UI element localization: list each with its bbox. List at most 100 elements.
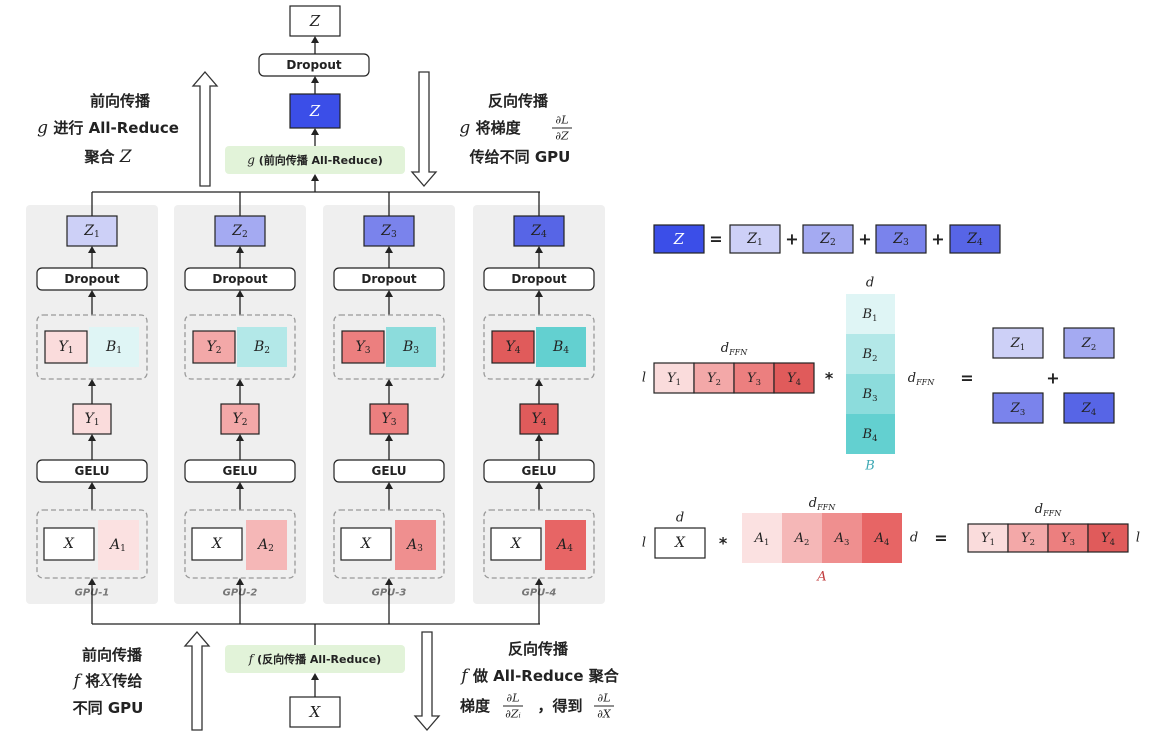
z-combined-label: Z <box>309 102 321 120</box>
eq2-b-name: B <box>864 459 875 474</box>
eq3-a-cols-label: dFFN <box>809 496 836 512</box>
eq3-y1-box <box>967 523 1009 553</box>
arrow-head <box>88 379 96 386</box>
x-input-4-box <box>490 527 542 561</box>
y4-label: Y4 <box>531 411 546 428</box>
eq3-y2-label: Y2 <box>1021 531 1035 548</box>
arrow-head <box>535 434 543 441</box>
xa-group-2 <box>184 509 296 579</box>
b3-weight-box <box>386 327 436 367</box>
y2-shard-label: Y2 <box>206 339 221 356</box>
z1-label: Z1 <box>83 223 100 240</box>
eq3-a1-box <box>742 513 782 563</box>
eq3-equals: = <box>934 529 947 548</box>
eq2-z4-label: Z4 <box>1081 401 1096 418</box>
y1-box <box>72 403 112 435</box>
arrow-head <box>236 379 244 386</box>
eq3-a2-label: A2 <box>794 531 810 548</box>
eq2-y2-box <box>693 362 735 394</box>
z2-label: Z2 <box>231 223 248 240</box>
backward-arrow-top <box>410 71 438 187</box>
note-top-right-line2: g 将梯度 <box>459 118 521 138</box>
eq3-x-box <box>654 527 706 559</box>
note-top-right-line1: 反向传播 <box>488 92 549 110</box>
z4-label: Z4 <box>530 223 547 240</box>
eq1-z2-label: Z2 <box>819 231 836 248</box>
arrow-head <box>88 434 96 441</box>
b2-weight-box <box>237 327 287 367</box>
a1-weight-box <box>98 520 139 570</box>
z1-box <box>66 215 118 247</box>
x-input-2-box <box>191 527 243 561</box>
eq1-z3-label: Z3 <box>892 231 909 248</box>
dropout-4-label: Dropout <box>511 272 567 286</box>
arrow-head <box>535 246 543 253</box>
eq2-y4-label: Y4 <box>787 371 801 388</box>
eq2-b4-label: B4 <box>862 427 878 444</box>
gelu-3-label: GELU <box>371 464 406 478</box>
svg-text:∂Zᵢ: ∂Zᵢ <box>505 708 521 721</box>
eq3-a1-label: A1 <box>754 531 770 548</box>
note-bottom-left-line2: f 将X传给 <box>72 671 143 691</box>
z3-label: Z3 <box>380 223 397 240</box>
arrow-head <box>236 290 244 297</box>
eq1-z-box <box>653 224 705 254</box>
note-top-left-line3: 聚合 Z <box>83 147 132 167</box>
eq2-b4-box <box>846 414 895 454</box>
b4-weight-label: B4 <box>552 339 569 356</box>
arrow-head <box>385 290 393 297</box>
a4-weight-label: A4 <box>555 537 573 554</box>
eq2-z1-box <box>992 327 1044 359</box>
eq3-a4-label: A4 <box>874 531 890 548</box>
arrow-head <box>385 578 393 585</box>
a2-weight-box <box>246 520 287 570</box>
dropout-1-label: Dropout <box>64 272 120 286</box>
y4-box <box>519 403 559 435</box>
x-input-bottom-box <box>289 696 341 728</box>
eq2-b2-label: B2 <box>862 347 878 364</box>
gradient-dl-dx: ∂L∂X <box>594 692 614 721</box>
b1-weight-label: B1 <box>105 339 122 356</box>
svg-text:∂L: ∂L <box>556 114 569 127</box>
y3-label: Y3 <box>381 411 396 428</box>
eq2-y2-label: Y2 <box>707 371 721 388</box>
x-input-3-label: X <box>360 536 372 552</box>
arrow-head <box>236 434 244 441</box>
eq3-a2-box <box>782 513 822 563</box>
gradient-dl-dzi: ∂L∂Zᵢ <box>503 692 523 721</box>
b3-weight-label: B3 <box>402 339 419 356</box>
arrow-head <box>535 379 543 386</box>
eq1-z1-label: Z1 <box>746 231 763 248</box>
eq2-b3-box <box>846 374 895 414</box>
eq3-x-label: X <box>674 535 686 551</box>
eq3-a3-box <box>822 513 862 563</box>
x-input-3-box <box>340 527 392 561</box>
arrow-head <box>385 434 393 441</box>
eq1-plus: + <box>785 230 798 249</box>
eq3-times: * <box>719 534 728 553</box>
arrow-head <box>311 76 319 83</box>
z2-box <box>214 215 266 247</box>
arrow-head <box>236 482 244 489</box>
eq3-y-cols-label: dFFN <box>1035 502 1062 518</box>
eq2-b1-label: B1 <box>862 307 878 324</box>
y3-shard-label: Y3 <box>355 339 370 356</box>
arrow-head <box>385 482 393 489</box>
note-bottom-right-line1: 反向传播 <box>508 640 569 658</box>
eq2-y-rows-label: l <box>642 371 646 386</box>
gelu-2-label: GELU <box>222 464 257 478</box>
eq3-a-name: A <box>816 570 826 585</box>
backward-arrow-bottom <box>413 631 441 731</box>
arrow-head <box>311 36 319 43</box>
arrow-head <box>88 482 96 489</box>
note-bottom-left-line3: 不同 GPU <box>73 699 144 717</box>
x-input-4-label: X <box>510 536 522 552</box>
forward-arrow-top <box>191 71 219 187</box>
svg-text:∂Z: ∂Z <box>555 130 569 143</box>
xa-group-1 <box>36 509 148 579</box>
y4-shard-label: Y4 <box>505 339 520 356</box>
gradient-dl-dz: ∂L ∂Z <box>552 114 572 143</box>
arrow-head <box>311 174 319 181</box>
eq1-z4-label: Z4 <box>966 231 983 248</box>
xa-group-4 <box>483 509 595 579</box>
